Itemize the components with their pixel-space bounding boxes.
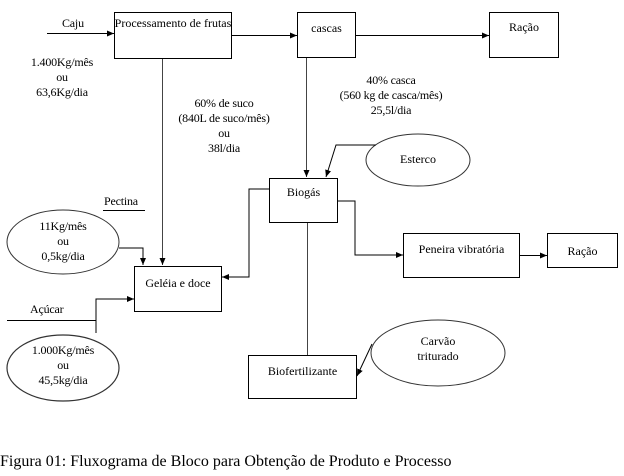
figure-caption: Figura 01: Fluxograma de Bloco para Obte… [0,453,452,470]
suco-line-3: ou [218,126,230,140]
acucar-to-geleia-arrow [95,296,134,333]
pectina-qty: 11Kg/mês ou 0,5kg/dia [8,219,118,264]
esterco-to-biogas-arrow [325,144,376,178]
pectina-qty-line-3: 0,5kg/dia [41,249,85,263]
acucar-qty-line-1: 1.000Kg/mês [31,343,95,357]
caju-qty-line-2: ou [56,70,68,84]
racao-top-label: Ração [509,20,539,34]
racao-bottom-box [547,233,618,268]
biogas-label: Biogás [286,185,321,199]
processamento-label: Processamento de frutas [114,16,232,30]
acucar-label: Açúcar [30,302,64,316]
suco-line-1: 60% de suco [194,96,254,110]
racao-bottom-label: Ração [567,244,598,258]
pectina-ellipse [6,209,120,275]
esterco-label: Esterco [400,152,436,166]
pectina-label: Pectina [104,194,138,208]
biofertilizante-label: Biofertilizante [267,364,338,378]
acucar-qty: 1.000Kg/mês ou 45,5kg/dia [8,343,118,388]
peneira-label: Peneira vibratória [418,242,505,256]
geleia-box [134,266,222,312]
suco-line-2: (840L de suco/mês) [178,111,270,125]
pectina-to-geleia-arrow [119,247,146,265]
esterco-ellipse [365,133,471,187]
casca-line-2: (560 kg de casca/mês) [339,88,443,102]
caju-label: Caju [62,16,84,30]
cascas-box [297,12,356,58]
geleia-label: Geléia e doce [145,276,211,290]
suco-line-4: 38l/dia [208,141,240,155]
carvao-ellipse [370,319,506,387]
racao-top-box [489,12,559,58]
caju-qty-line-3: 63,6Kg/dia [36,85,88,99]
cascas-label: cascas [311,21,342,35]
suco-annotation: 60% de suco (840L de suco/mês) ou 38l/di… [162,96,286,156]
casca-line-1: 40% casca [366,73,416,87]
caju-qty-line-1: 1.400Kg/mês [30,55,94,69]
biogas-to-peneira-arrow [338,200,403,258]
carvao-label: Carvão triturado [417,334,459,363]
acucar-qty-line-2: ou [57,358,69,372]
pectina-qty-line-1: 11Kg/mês [39,219,87,233]
biogas-to-geleia-arrow [222,188,269,280]
acucar-ellipse [6,334,120,402]
peneira-box [403,233,520,278]
casca-line-3: 25,5l/dia [370,103,412,117]
processamento-box [114,12,232,59]
acucar-qty-line-3: 45,5kg/dia [38,373,88,387]
casca-annotation: 40% casca (560 kg de casca/mês) 25,5l/di… [326,73,456,118]
pectina-qty-line-2: ou [57,234,69,248]
carvao-to-biofertilizante-arrow [356,343,373,377]
biofertilizante-box [248,355,357,399]
caju-qty: 1.400Kg/mês ou 63,6Kg/dia [22,55,102,100]
biogas-box [269,178,338,223]
